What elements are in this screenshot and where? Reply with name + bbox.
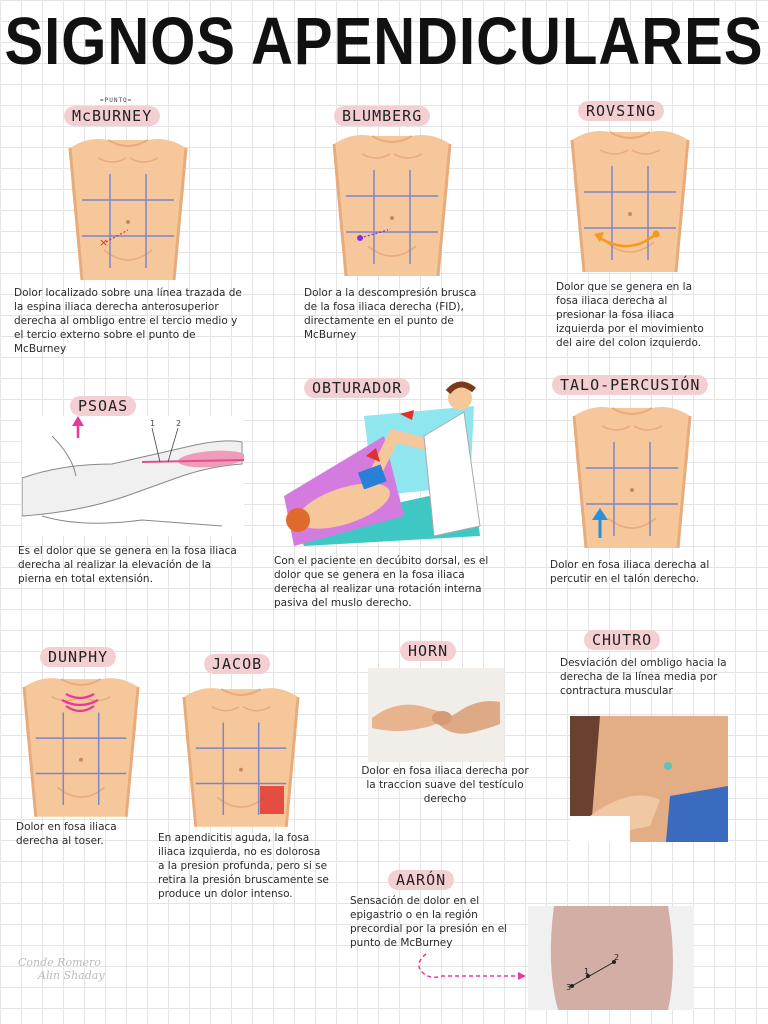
chutro-photo [570, 716, 728, 842]
jacob-description: En apendicitis aguda, la fosa iliaca izq… [158, 832, 329, 900]
jacob-area-icon [260, 786, 284, 814]
label-mcburney: McBURNEY [64, 106, 161, 126]
page-title: SIGNOS APENDICULARES [4, 4, 764, 79]
obturador-figure [284, 381, 481, 546]
mcburney-torso-figure: × [68, 130, 188, 280]
aaron-description: Sensación de dolor en el epigastrio o en… [350, 895, 508, 949]
horn-description: Dolor en fosa iliaca derecha por la trac… [361, 765, 529, 805]
aaron-point-2: 2 [614, 953, 619, 962]
label-jacob: JACOB [204, 654, 271, 674]
blumberg-torso-figure [332, 126, 452, 276]
signature: Conde Romero Alin Shaday [18, 956, 105, 982]
dunphy-cough-icon [61, 693, 99, 713]
talo-description: Dolor en fosa iliaca derecha al percutir… [550, 559, 710, 585]
aaron-point-3: 3 [566, 983, 571, 992]
label-rovsing: ROVSING [578, 101, 665, 121]
psoas-mark-2: 2 [176, 419, 181, 428]
rovsing-torso-figure [570, 122, 690, 272]
blumberg-description: Dolor a la descompresión brusca de la fo… [304, 287, 477, 341]
label-dunphy: DUNPHY [40, 647, 117, 667]
label-chutro: CHUTRO [584, 630, 661, 650]
label-blumberg: BLUMBERG [334, 106, 431, 126]
psoas-description: Es el dolor que se genera en la fosa ili… [18, 545, 237, 585]
label-psoas: PSOAS [70, 396, 137, 416]
label-horn: HORN [400, 641, 457, 661]
mcburney-description: Dolor localizado sobre una línea trazada… [14, 287, 242, 355]
psoas-figure: 1 2 [22, 416, 244, 536]
horn-photo [368, 668, 504, 762]
rovsing-description: Dolor que se genera en la fosa iliaca de… [556, 281, 704, 349]
aaron-arrow-icon [418, 953, 526, 980]
mcburney-point-icon: × [99, 236, 108, 249]
dunphy-torso-figure [22, 668, 140, 818]
rovsing-arrow-icon [599, 233, 657, 248]
psoas-mark-1: 1 [150, 419, 155, 428]
label-obturador: OBTURADOR [304, 378, 411, 398]
signature-line-2: Alin Shaday [38, 969, 105, 982]
aaron-point-1: 1 [584, 967, 589, 976]
mcburney-sub: =PUNTO= [100, 97, 133, 104]
aaron-photo: 3 1 2 [528, 906, 694, 1010]
mcburney-line [105, 229, 129, 243]
blumberg-point-icon [357, 235, 363, 241]
signature-line-1: Conde Romero [18, 956, 101, 969]
label-aaron: AARÓN [388, 870, 455, 890]
jacob-torso-figure [182, 678, 300, 828]
talo-torso-figure [572, 398, 692, 548]
chutro-description: Desviación del ombligo hacia la derecha … [560, 657, 727, 697]
dunphy-description: Dolor en fosa iliaca derecha al toser. [16, 821, 117, 847]
obturador-description: Con el paciente en decúbito dorsal, es e… [274, 555, 489, 609]
label-talo-percusion: TALO-PERCUSIÓN [552, 375, 709, 395]
blumberg-line [359, 229, 389, 239]
